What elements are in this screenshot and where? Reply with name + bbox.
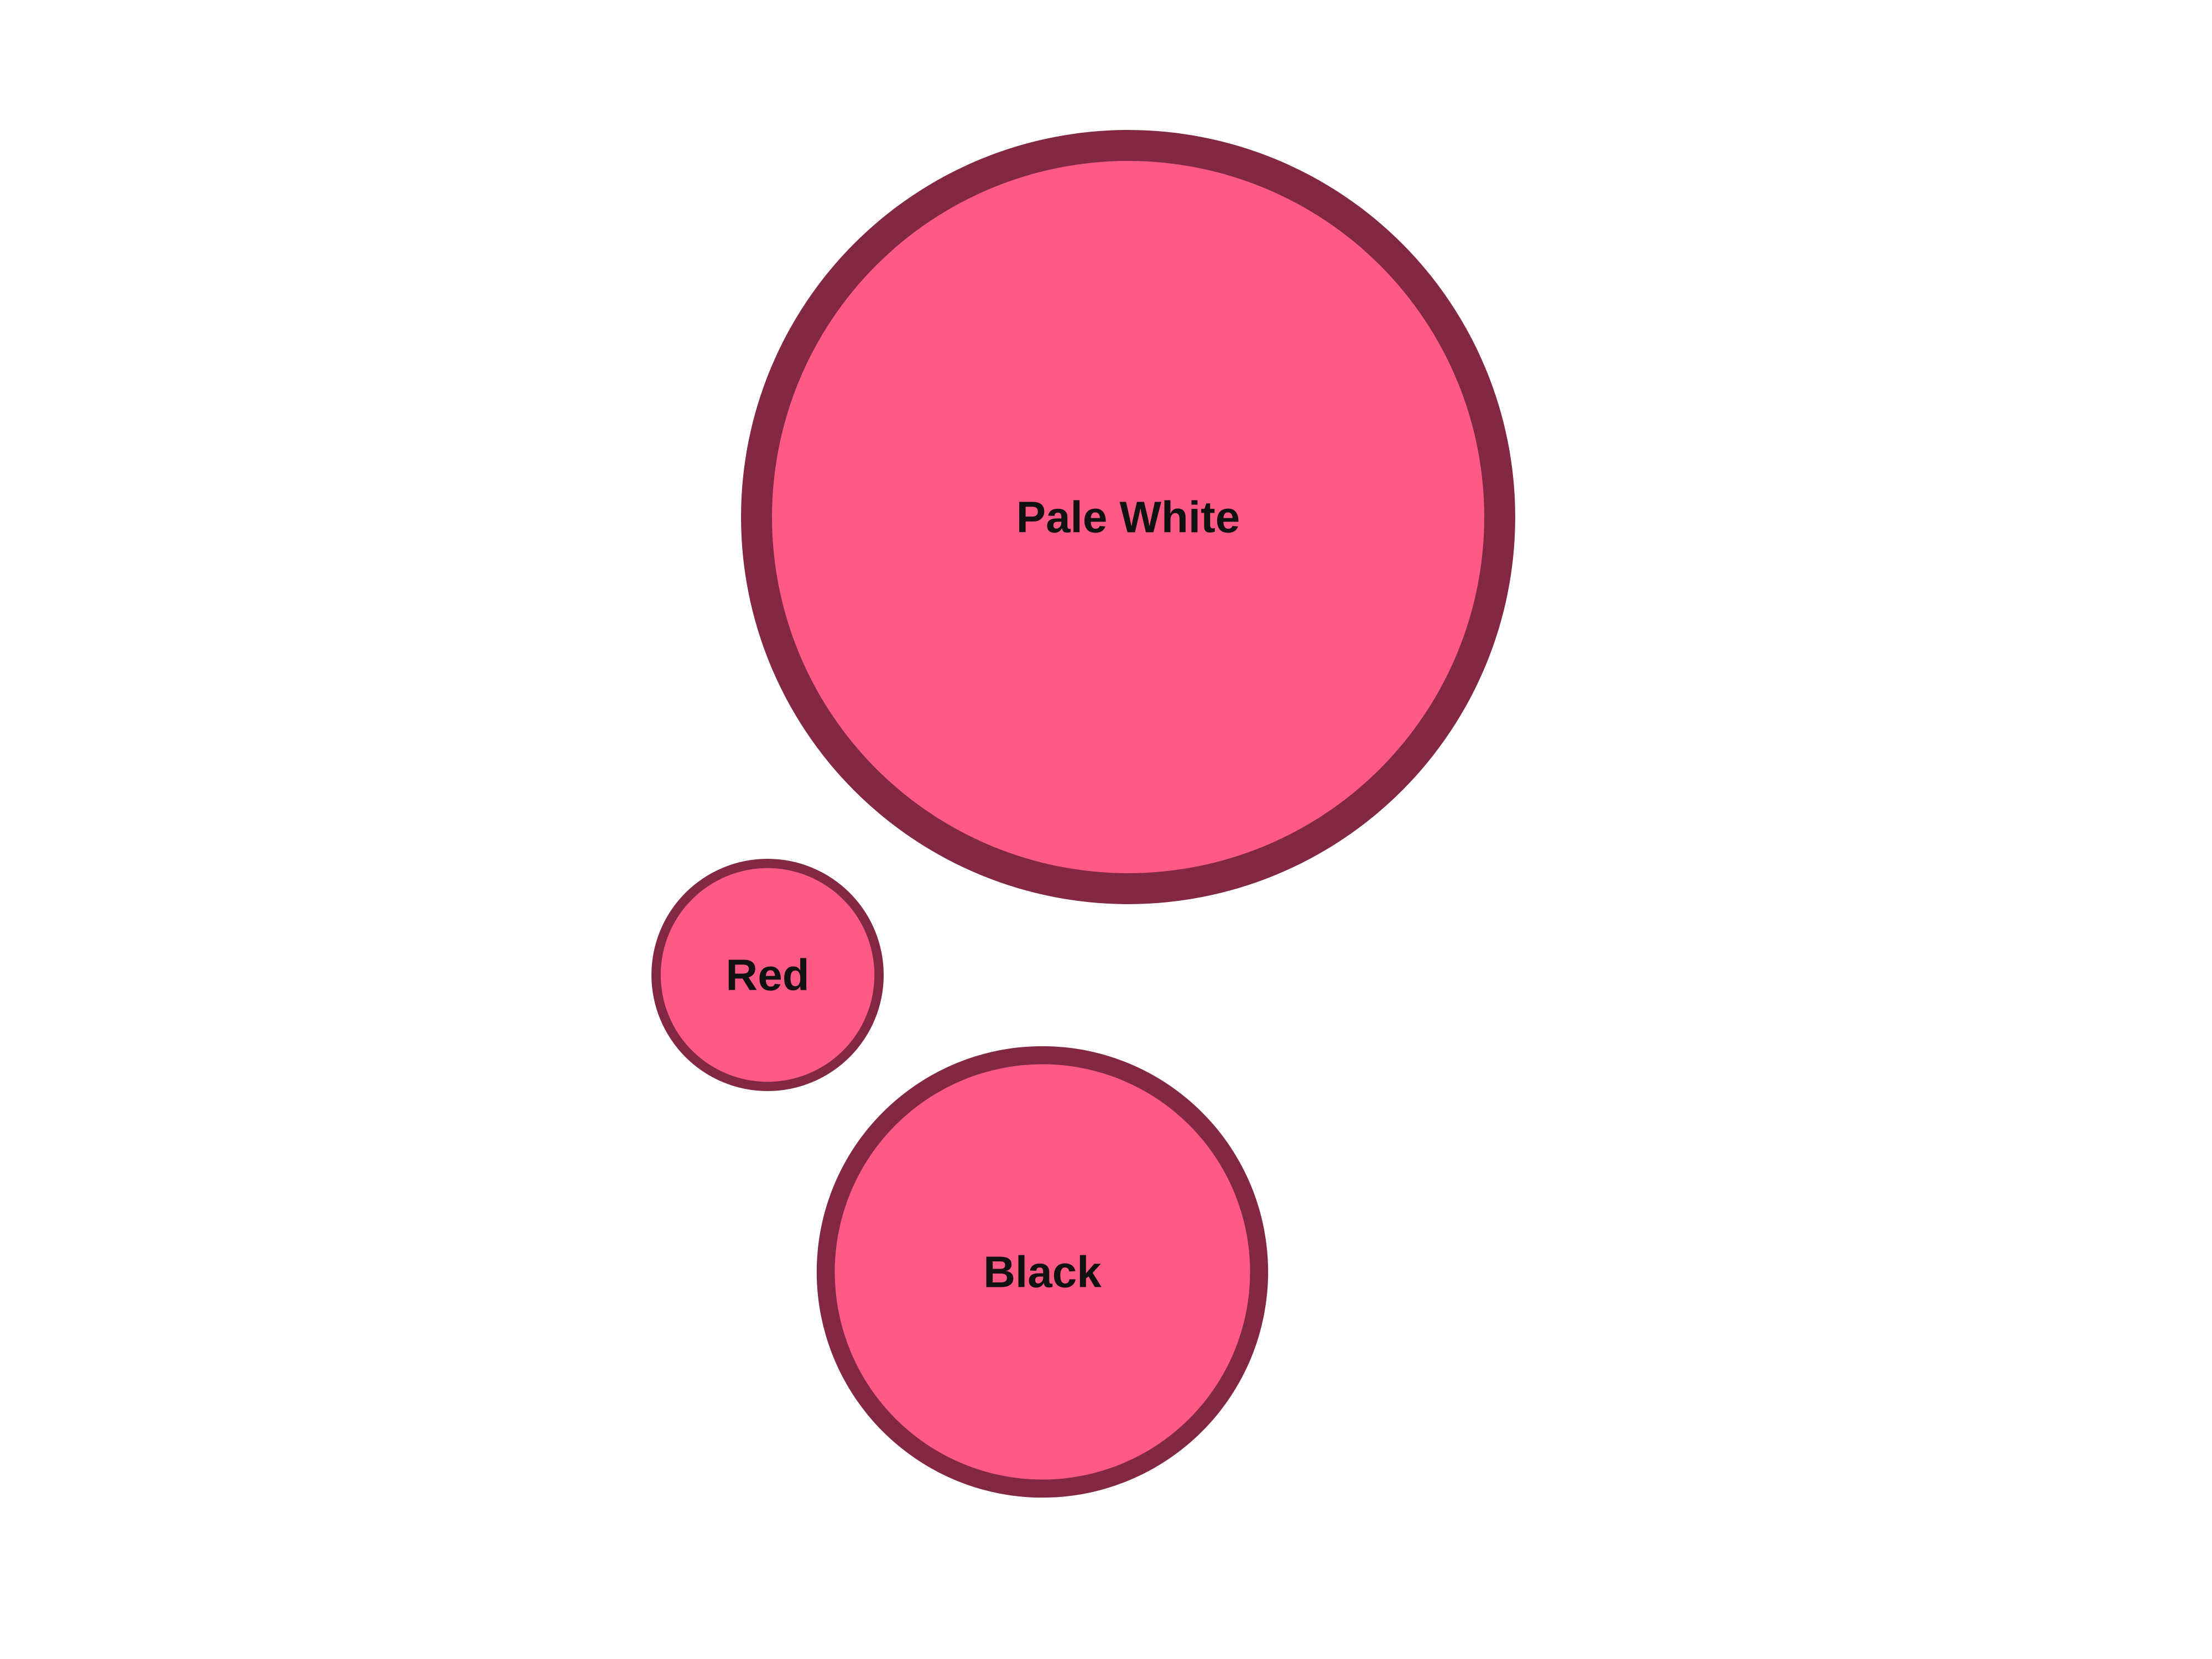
bubble-fill-red xyxy=(660,868,875,1082)
bubble-fill-black xyxy=(834,1064,1250,1480)
bubble-pale-white: Pale White xyxy=(741,130,1515,904)
bubble-fill-pale-white xyxy=(772,161,1484,873)
bubble-label-red: Red xyxy=(726,951,809,1000)
bubble-red: Red xyxy=(651,859,884,1091)
bubble-label-pale-white: Pale White xyxy=(1016,493,1240,542)
bubble-black: Black xyxy=(816,1046,1269,1498)
bubble-label-black: Black xyxy=(983,1248,1102,1297)
